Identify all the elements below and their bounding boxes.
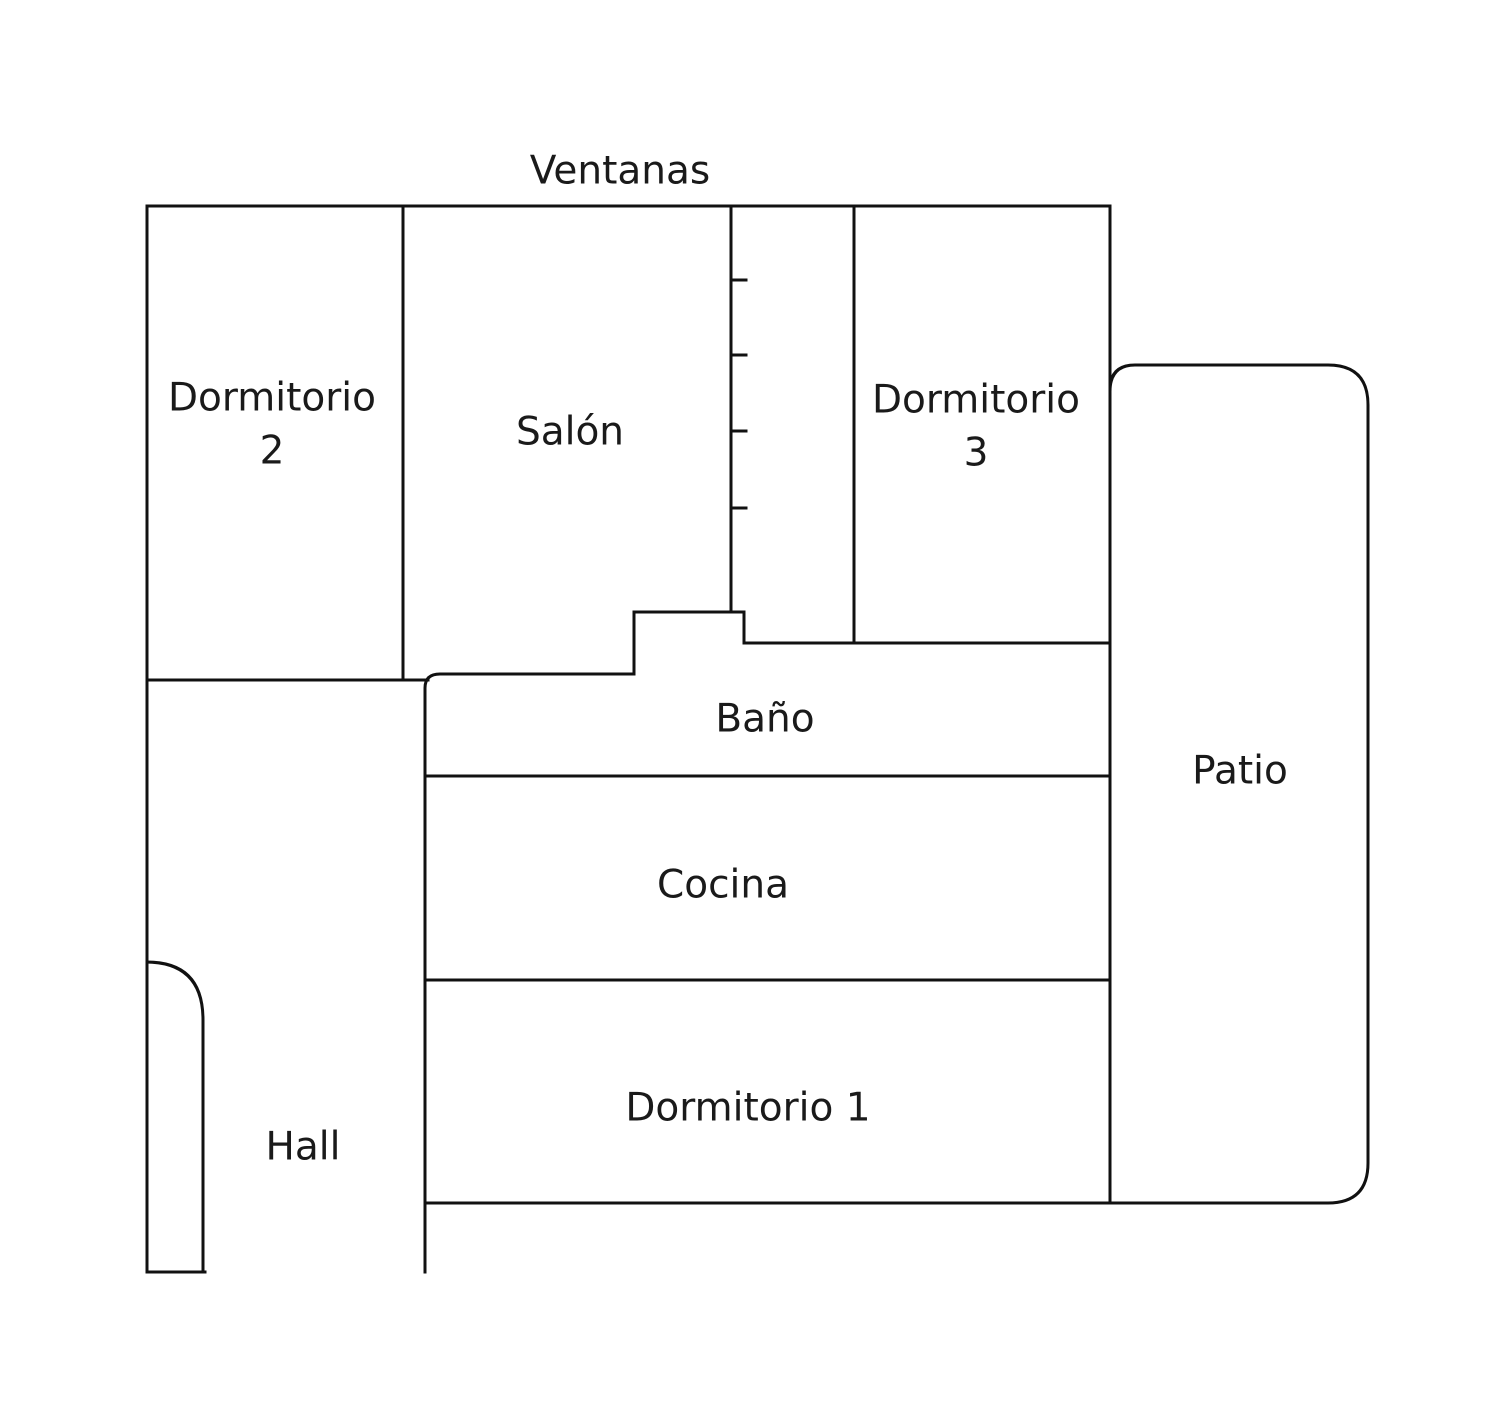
room-label-patio: Patio [1192,749,1288,794]
room-label-bedroom3-line2: 3 [964,431,989,476]
room-label-bedroom1: Dormitorio 1 [625,1086,870,1131]
room-label-hall: Hall [266,1125,341,1170]
room-label-bedroom3-line1: Dormitorio [872,378,1080,423]
room-label-bathroom: Baño [715,697,814,742]
room-label-bedroom2-line1: Dormitorio [168,376,376,421]
patio-outline [1108,363,1370,1205]
room-label-living: Salón [516,410,624,455]
bathroom-stepped-wall [423,610,1112,1274]
hall-entrance-arc [145,960,205,1274]
room-label-kitchen: Cocina [657,863,789,908]
windows-label: Ventanas [530,149,711,194]
room-label-bedroom2-line2: 2 [260,429,285,474]
